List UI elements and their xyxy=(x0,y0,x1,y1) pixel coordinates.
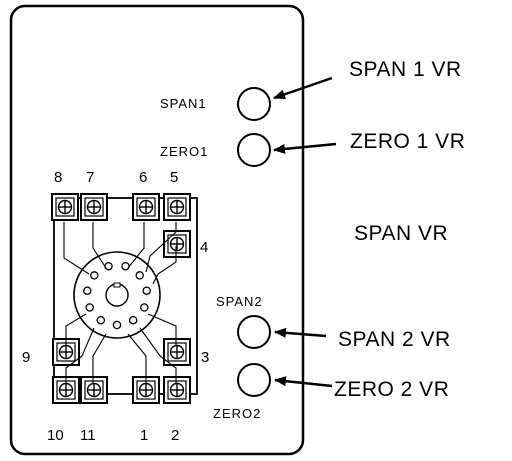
wire-2 xyxy=(139,327,177,384)
span2-pot xyxy=(237,315,271,349)
socket-hole xyxy=(135,271,144,280)
socket-hole xyxy=(128,315,138,325)
callout-span2-vr: SPAN 2 VR xyxy=(338,328,451,351)
socket-wires xyxy=(63,222,177,384)
wire-6 xyxy=(127,222,145,269)
span1-pot xyxy=(237,87,271,121)
module-housing xyxy=(9,4,305,456)
socket-hole xyxy=(96,315,106,325)
wire-9 xyxy=(65,313,87,345)
callout-zero2-vr: ZERO 2 VR xyxy=(334,378,449,401)
socket-hole xyxy=(104,261,113,271)
wire-1 xyxy=(127,333,147,384)
octal-socket-outer xyxy=(73,251,161,339)
screw-terminal-11 xyxy=(80,376,108,404)
socket-hole xyxy=(90,271,99,280)
zero2-pot xyxy=(237,363,271,397)
screw-terminal-6 xyxy=(132,193,160,221)
socket-hole xyxy=(121,261,130,271)
pin-label-6: 6 xyxy=(139,169,147,186)
pin-label-2: 2 xyxy=(171,427,179,444)
socket-body xyxy=(53,197,198,395)
callout-span1-vr: SPAN 1 VR xyxy=(349,58,462,81)
pin-label-7: 7 xyxy=(86,169,94,186)
socket-holes xyxy=(83,261,151,330)
wire-8 xyxy=(63,222,90,275)
wire-11 xyxy=(92,333,107,384)
zero2-arrow xyxy=(274,376,333,388)
screw-terminal-4 xyxy=(163,230,191,258)
span2-label: SPAN2 xyxy=(216,294,263,309)
zero1-label: ZERO1 xyxy=(160,144,208,159)
screw-terminal-7 xyxy=(80,193,108,221)
zero1-pot xyxy=(237,133,271,167)
screw-terminal-2 xyxy=(163,376,191,404)
pin-label-8: 8 xyxy=(54,169,62,186)
wire-3 xyxy=(147,313,177,345)
pin-label-10: 10 xyxy=(47,427,64,444)
pin-label-9: 9 xyxy=(22,349,30,366)
pin-label-5: 5 xyxy=(170,169,178,186)
screw-terminal-5 xyxy=(163,193,191,221)
pin-label-11: 11 xyxy=(80,427,96,444)
wire-10 xyxy=(65,327,95,384)
socket-hole xyxy=(85,303,94,312)
octal-socket-keyway xyxy=(113,282,121,288)
terminal-blocks xyxy=(51,193,191,404)
zero1-arrow xyxy=(273,142,337,154)
screw-terminal-3 xyxy=(163,338,191,366)
wire-4 xyxy=(152,246,177,285)
socket-hole xyxy=(83,286,92,295)
pin-label-3: 3 xyxy=(201,349,209,366)
socket-hole xyxy=(140,303,149,312)
callout-zero1-vr: ZERO 1 VR xyxy=(350,130,465,153)
span1-arrow xyxy=(273,76,333,100)
zero2-label: ZERO2 xyxy=(213,406,261,421)
socket-hole xyxy=(112,320,122,330)
callout-span-vr: SPAN VR xyxy=(354,222,448,245)
span2-arrow xyxy=(274,327,327,338)
screw-terminal-8 xyxy=(51,193,79,221)
wire-7 xyxy=(92,222,107,269)
wire-5 xyxy=(145,222,177,273)
span1-label: SPAN1 xyxy=(160,96,207,111)
screw-terminal-9 xyxy=(52,338,80,366)
socket-hole xyxy=(142,286,151,295)
pin-label-4: 4 xyxy=(200,239,208,256)
pin-label-1: 1 xyxy=(140,427,148,444)
